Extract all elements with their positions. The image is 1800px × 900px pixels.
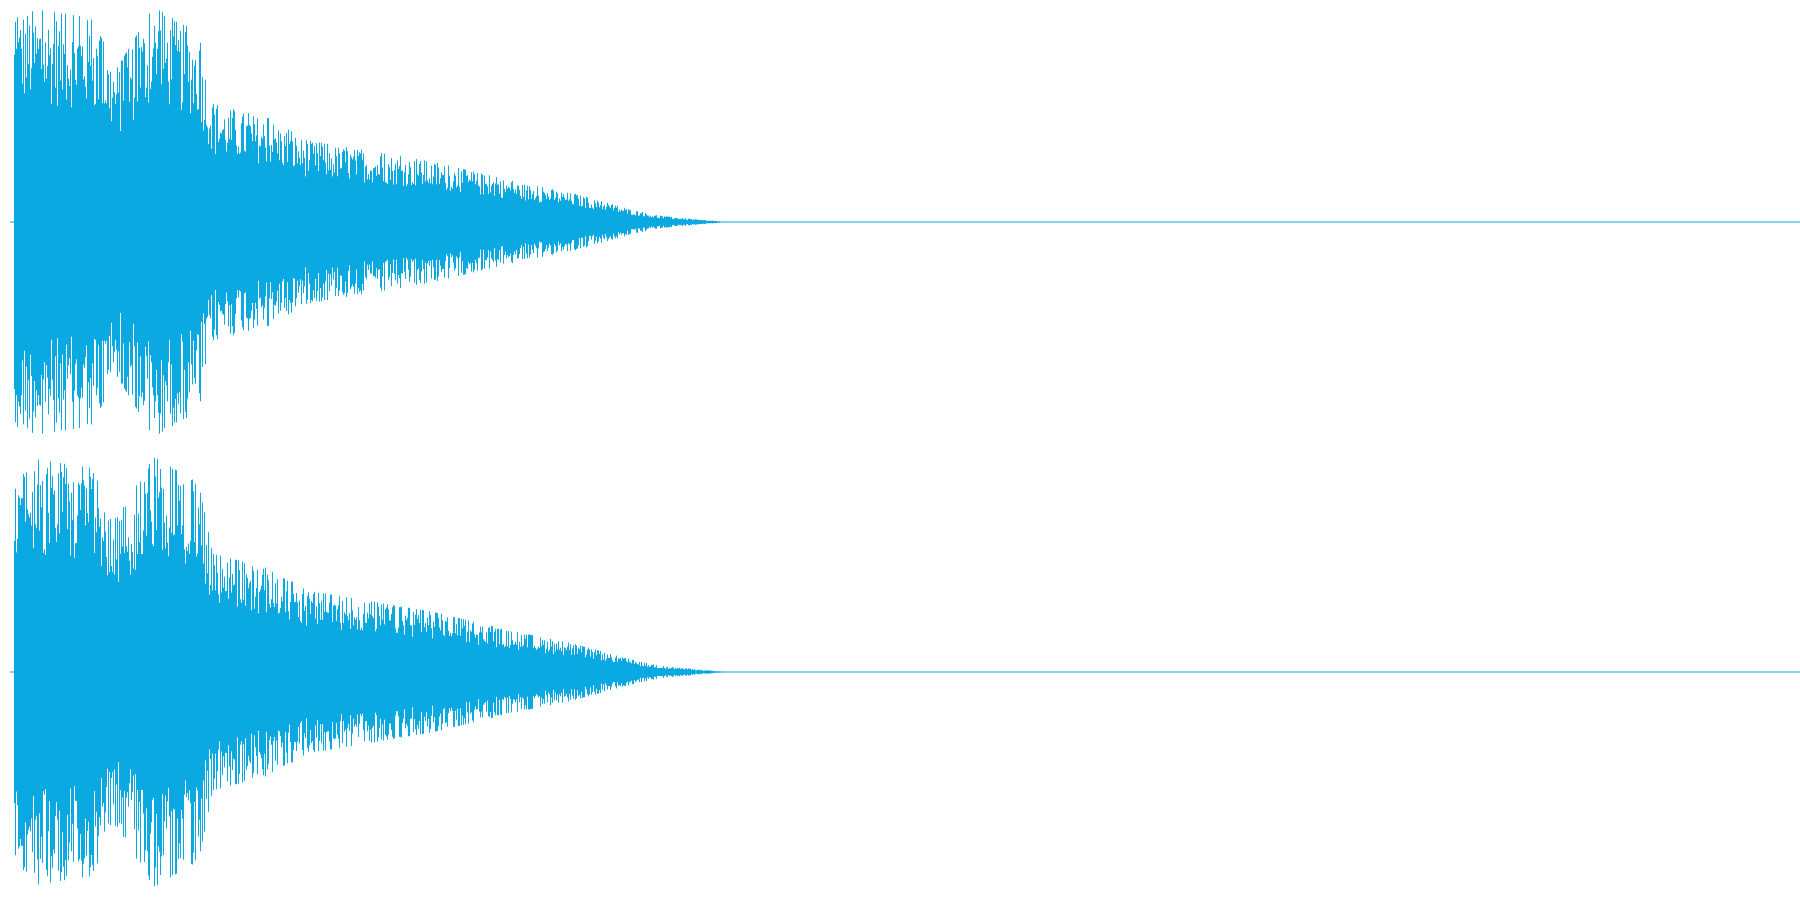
left-channel-track[interactable] — [0, 0, 1800, 450]
right-channel-wave-path — [14, 457, 721, 887]
left-channel-wave-path — [14, 10, 722, 434]
right-channel-track[interactable] — [0, 450, 1800, 900]
left-channel-waveform — [10, 10, 1800, 434]
right-channel-waveform — [10, 457, 1800, 887]
